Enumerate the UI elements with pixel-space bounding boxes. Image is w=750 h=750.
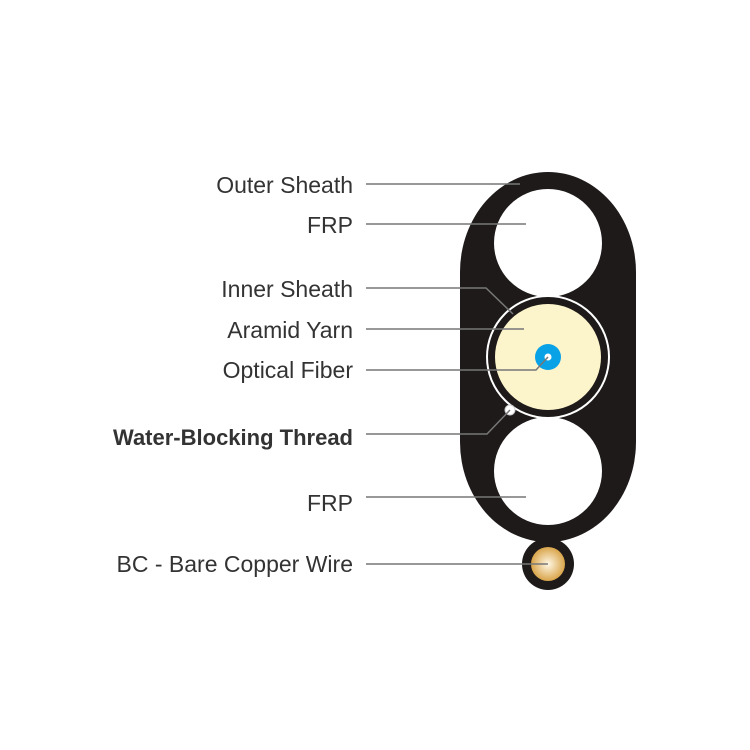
label-outer-sheath: Outer Sheath: [216, 172, 353, 198]
leader-lines: [366, 183, 549, 565]
label-aramid-yarn: Aramid Yarn: [227, 317, 353, 343]
frp-top: [494, 189, 602, 297]
leader-inner-sheath: [366, 287, 514, 315]
label-bare-copper-wire: BC - Bare Copper Wire: [116, 551, 353, 577]
label-frp-top: FRP: [307, 212, 353, 238]
frp-bottom: [494, 417, 602, 525]
leader-optical-fiber: [366, 356, 549, 371]
label-inner-sheath: Inner Sheath: [221, 276, 353, 302]
label-frp-bottom: FRP: [307, 490, 353, 516]
label-optical-fiber: Optical Fiber: [222, 357, 353, 383]
label-water-blocking-thread: Water-Blocking Thread: [113, 425, 353, 450]
leader-water-blocking: [366, 409, 511, 435]
